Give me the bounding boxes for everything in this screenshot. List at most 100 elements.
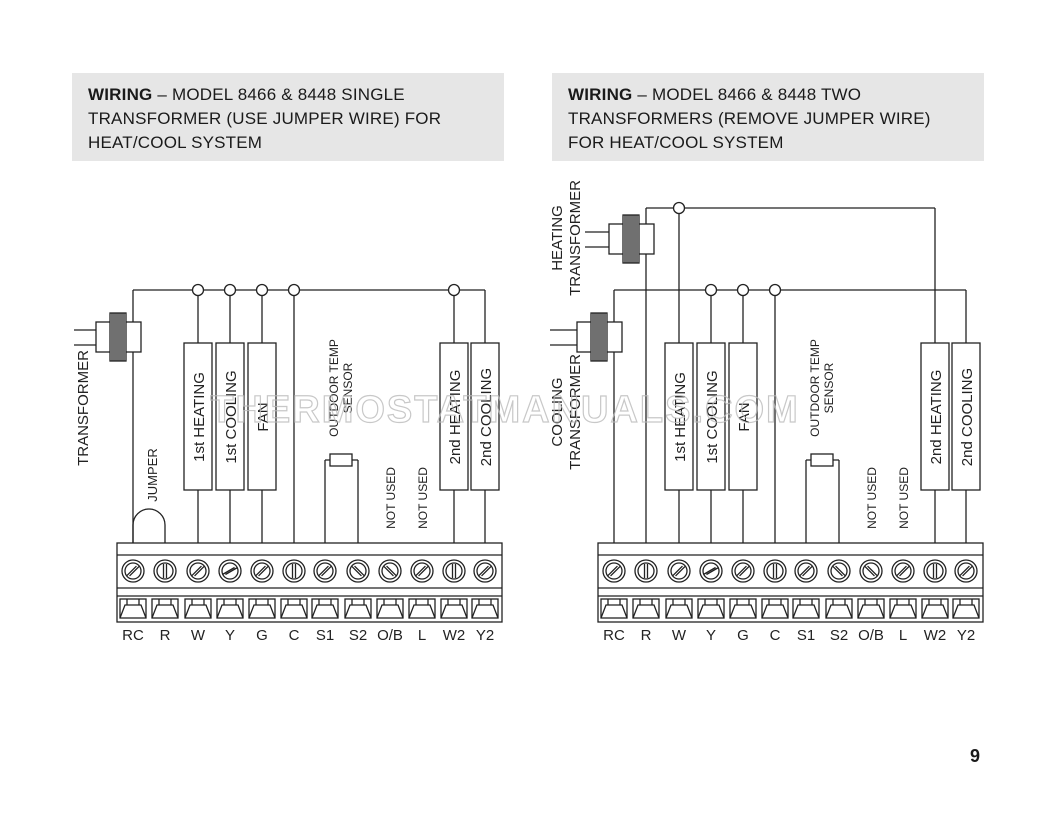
terminal-clamp-icon	[408, 599, 436, 619]
screw-slot	[703, 566, 716, 576]
screw-slot	[126, 565, 137, 577]
terminal-label-s1: S1	[316, 627, 334, 644]
header-line: TRANSFORMER (USE JUMPER WIRE) FOR	[88, 109, 442, 128]
screw-slot	[959, 565, 970, 577]
jumper-wire	[132, 508, 166, 543]
screw-slot	[386, 565, 397, 577]
terminal-screw-icon	[699, 559, 723, 583]
screw-slot	[607, 565, 618, 577]
load-label-1st-heating: 1st HEATING	[672, 372, 689, 462]
terminal-label-s2: S2	[830, 627, 848, 644]
header-line: – MODEL 8466 & 8448 TWO	[637, 85, 862, 104]
jumper-label: JUMPER	[145, 448, 160, 501]
terminal-label-y: Y	[225, 627, 235, 644]
terminal-label-r: R	[160, 627, 171, 644]
screw-slot	[736, 565, 747, 577]
terminal-clamp-icon	[632, 599, 660, 619]
screw-slot	[896, 565, 907, 577]
terminal-clamp-icon	[471, 599, 499, 619]
screw-slot	[802, 565, 813, 577]
terminal-clamp-icon	[216, 599, 244, 619]
screw-slot	[835, 565, 846, 577]
screw-slot	[255, 565, 266, 577]
not-used-label: NOT USED	[865, 467, 879, 529]
terminal-label-ob: O/B	[858, 627, 884, 644]
terminal-screw-icon	[124, 562, 142, 580]
transformer-label: TRANSFORMER	[75, 350, 92, 466]
load-box	[215, 342, 245, 491]
terminal-clamp-icon	[151, 599, 179, 619]
terminal-label-s1: S1	[797, 627, 815, 644]
screw-slot	[675, 565, 686, 577]
watermark: THERMOSTATMANUALS.COM	[210, 389, 799, 431]
terminal-block	[597, 542, 984, 623]
sensor-label: SENSOR	[341, 362, 355, 413]
terminal-label-g: G	[256, 627, 268, 644]
screw-slot	[194, 565, 205, 577]
load-label-fan: FAN	[736, 402, 753, 431]
terminal-label-w2: W2	[924, 627, 947, 644]
terminal-label-rc: RC	[122, 627, 144, 644]
junction-dot	[736, 283, 750, 297]
terminal-screw-icon	[702, 562, 720, 580]
terminal-screw-icon	[862, 562, 880, 580]
screw-slot	[706, 566, 719, 576]
screw-slot	[191, 565, 202, 577]
screw-slot	[672, 565, 683, 577]
screw-slot	[481, 565, 492, 577]
terminal-label-y2: Y2	[957, 627, 975, 644]
terminal-screw-icon	[954, 559, 978, 583]
terminal-clamp-icon	[921, 599, 949, 619]
load-box	[920, 342, 950, 491]
outdoor-sensor-icon	[329, 453, 353, 467]
screw-slot	[899, 565, 910, 577]
sensor-label: OUTDOOR TEMP	[808, 339, 822, 437]
terminal-label-c: C	[770, 627, 781, 644]
load-box	[183, 342, 213, 491]
terminal-screw-icon	[381, 562, 399, 580]
load-label-2nd-cooling: 2nd COOLING	[478, 368, 495, 466]
terminal-screw-icon	[923, 559, 947, 583]
terminal-screw-icon	[670, 562, 688, 580]
load-label-1st-cooling: 1st COOLING	[704, 370, 721, 463]
terminal-clamp-icon	[761, 599, 789, 619]
header-line: – MODEL 8466 & 8448 SINGLE	[157, 85, 405, 104]
screw-slot	[415, 565, 426, 577]
terminal-screw-icon	[186, 559, 210, 583]
terminal-label-g: G	[737, 627, 749, 644]
terminal-clamp-icon	[344, 599, 372, 619]
terminal-block	[116, 542, 503, 623]
terminal-screw-icon	[442, 559, 466, 583]
screw-slot	[478, 565, 489, 577]
terminal-screw-icon	[156, 562, 174, 580]
screw-slot	[962, 565, 973, 577]
screw-slot	[354, 565, 365, 577]
terminal-clamp-icon	[119, 599, 147, 619]
screw-slot	[799, 565, 810, 577]
screw-slot	[318, 565, 329, 577]
terminal-screw-icon	[827, 559, 851, 583]
screw-slot	[222, 566, 235, 576]
load-box	[247, 342, 277, 491]
terminal-screw-icon	[891, 559, 915, 583]
terminal-screw-icon	[473, 559, 497, 583]
terminal-clamp-icon	[729, 599, 757, 619]
terminal-clamp-icon	[311, 599, 339, 619]
terminal-label-rc: RC	[603, 627, 625, 644]
terminal-label-c: C	[289, 627, 300, 644]
header-line: HEAT/COOL SYSTEM	[88, 133, 263, 152]
terminal-screw-icon	[794, 559, 818, 583]
terminal-screw-icon	[313, 559, 337, 583]
junction-dot	[223, 283, 237, 297]
load-box	[728, 342, 758, 491]
terminal-screw-icon	[316, 562, 334, 580]
screw-slot	[351, 565, 362, 577]
junction-dot	[768, 283, 782, 297]
terminal-screw-icon	[926, 562, 944, 580]
terminal-clamp-icon	[825, 599, 853, 619]
terminal-screw-icon	[476, 562, 494, 580]
screw-slot	[418, 565, 429, 577]
terminal-screw-icon	[637, 562, 655, 580]
load-box	[696, 342, 726, 491]
terminal-label-s2: S2	[349, 627, 367, 644]
